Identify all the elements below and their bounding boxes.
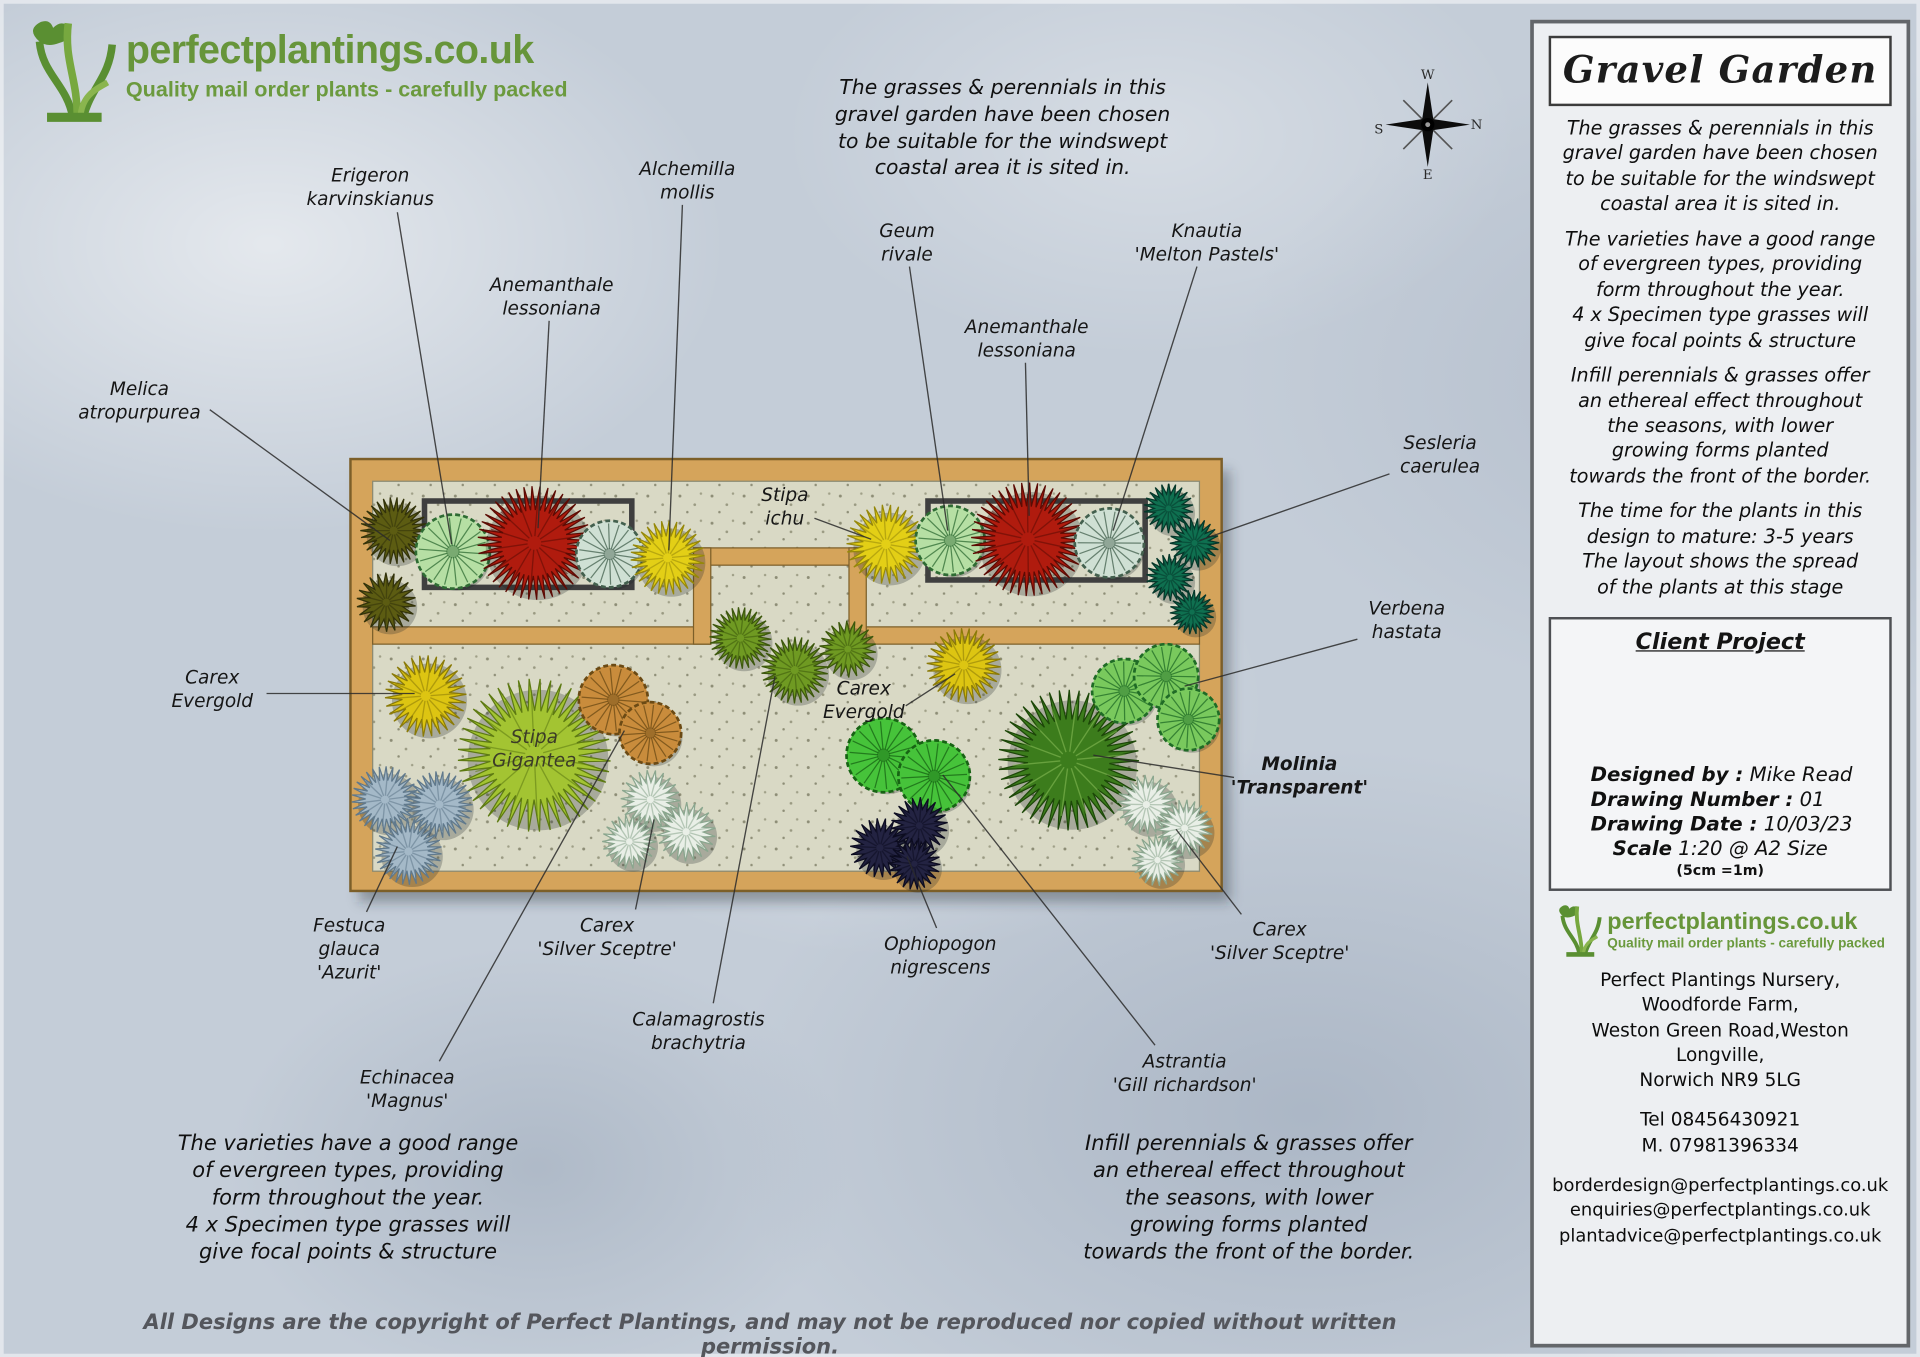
compass-n: N [1471,118,1483,133]
compass-rose-icon: W N S E [1374,68,1483,183]
plant-label: Carex Evergold [822,677,905,723]
plan-title: Gravel Garden [1562,49,1878,93]
email-addresses: borderdesign@perfectplantings.co.uk enqu… [1552,1175,1889,1247]
client-project-fields: Designed by : Mike Read Drawing Number :… [1561,762,1879,879]
plant-label: Stipa Gigantea [492,725,577,771]
compass-s: S [1374,123,1383,138]
plant-label: Astrantia 'Gill richardson' [1112,1050,1257,1096]
sidebar-footer: perfectplantings.co.uk Quality mail orde… [1546,903,1894,1249]
brand-name: perfectplantings.co.uk [125,27,534,72]
scale-row: Scale 1:20 @ A2 Size [1612,836,1828,861]
plant-logo-icon [1555,903,1602,957]
brand-tagline: Quality mail order plants - carefully pa… [125,76,568,102]
sidebar-brand-text: perfectplantings.co.uk Quality mail orde… [1607,910,1885,952]
scale-note: (5cm =1m) [1676,861,1764,879]
compass-w: W [1421,68,1435,83]
designed-by-row: Designed by : Mike Read [1590,762,1853,787]
client-project-box: Client Project Designed by : Mike Read D… [1548,617,1892,892]
phone-tel: Tel 08456430921 [1640,1108,1801,1131]
nursery-address: Perfect Plantings Nursery, Woodforde Far… [1591,968,1849,1092]
brand-text: perfectplantings.co.uk Quality mail orde… [126,17,568,102]
plant-label: Alchemilla mollis [639,157,736,204]
phone-mobile: M. 07981396334 [1641,1133,1799,1156]
sidebar-paragraph-4: The time for the plants in this design t… [1578,500,1863,599]
plant-label: Calamagrostis brachytria [632,1008,765,1054]
designed-by-value: Mike Read [1749,762,1853,787]
plant-label: Verbena hastata [1368,597,1446,643]
plant-label: Geum rivale [879,219,935,266]
sidebar-brand: perfectplantings.co.uk Quality mail orde… [1546,903,1894,957]
drawing-date-value: 10/03/23 [1763,812,1853,836]
plant-label: Knautia 'Melton Pastels' [1134,219,1280,266]
sidebar-paragraph-1: The grasses & perennials in this gravel … [1562,117,1878,216]
plan-title-box: Gravel Garden [1548,35,1892,107]
plant-label: Anemanthale lessoniana [964,315,1089,362]
compass-e: E [1423,168,1433,183]
varieties-note: The varieties have a good range of everg… [177,1131,519,1266]
drawing-date-row: Drawing Date : 10/03/23 [1590,812,1853,836]
plant-label: Ophiopogon nigrescens [884,932,997,979]
plant-label: Echinacea 'Magnus' [359,1066,455,1112]
phone-numbers: Tel 08456430921 M. 07981396334 [1546,1107,1894,1157]
client-project-heading: Client Project [1635,629,1805,656]
plant-label: Festuca glauca 'Azurit' [313,914,386,983]
plant-label: Anemanthale lessoniana [489,273,614,320]
infill-note: Infill perennials & grasses offer an eth… [1083,1131,1415,1266]
plant-label: Melica atropurpurea [78,377,201,423]
plant-label: Carex 'Silver Sceptre' [537,914,677,960]
plant-label: Carex Evergold [171,666,254,712]
brand-tagline: Quality mail order plants - carefully pa… [1607,936,1885,952]
scale-value: 1:20 @ A2 Size [1678,836,1828,861]
copyright-text: All Designs are the copyright of Perfect… [143,1310,1397,1357]
brand-header: perfectplantings.co.uk Quality mail orde… [27,17,568,123]
sidebar-panel: Gravel Garden The grasses & perennials i… [1530,19,1911,1348]
plant-label: Sesleria caerulea [1400,431,1481,478]
top-description-note: The grasses & perennials in this gravel … [834,75,1171,180]
plant-label: Stipa ichu [761,483,809,530]
plant-label: Erigeron karvinskianus [306,164,434,210]
sidebar-paragraph-3: Infill perennials & grasses offer an eth… [1569,364,1872,488]
brand-name: perfectplantings.co.uk [1607,909,1858,936]
sidebar-paragraph-2: The varieties have a good range of everg… [1564,228,1876,352]
drawing-number-value: 01 [1799,787,1825,811]
plant-label: Molinia 'Transparent' [1230,752,1369,799]
drawing-number-row: Drawing Number : 01 [1590,787,1825,811]
plant-label: Carex 'Silver Sceptre' [1209,918,1350,964]
